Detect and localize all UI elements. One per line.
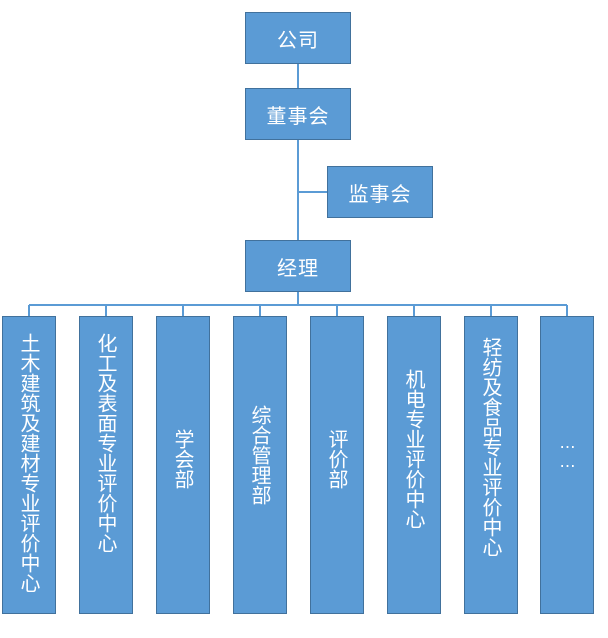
department-node: …… — [540, 316, 594, 614]
department-node: 化工及表面专业评价中心 — [79, 316, 133, 614]
department-node: 土木建筑及建材专业评价中心 — [2, 316, 56, 614]
department-label: 评价部 — [325, 429, 349, 489]
manager-node: 经理 — [245, 240, 351, 292]
department-node: 学会部 — [156, 316, 210, 614]
board-node: 董事会 — [245, 88, 351, 140]
department-node: 评价部 — [310, 316, 364, 614]
department-label: …… — [558, 433, 577, 471]
company-node: 公司 — [245, 12, 351, 64]
supervisory-node: 监事会 — [327, 166, 433, 218]
department-node: 机电专业评价中心 — [387, 316, 441, 614]
department-node: 轻纺及食品专业评价中心 — [464, 316, 518, 614]
department-label: 学会部 — [171, 429, 195, 489]
department-label: 综合管理部 — [248, 405, 272, 505]
department-node: 综合管理部 — [233, 316, 287, 614]
department-label: 化工及表面专业评价中心 — [94, 333, 118, 553]
department-label: 土木建筑及建材专业评价中心 — [17, 333, 41, 593]
supervisory-label: 监事会 — [348, 181, 412, 206]
department-label: 轻纺及食品专业评价中心 — [479, 337, 503, 557]
department-label: 机电专业评价中心 — [402, 369, 426, 529]
manager-label: 经理 — [277, 255, 319, 280]
company-label: 公司 — [277, 27, 319, 52]
board-label: 董事会 — [266, 103, 330, 128]
